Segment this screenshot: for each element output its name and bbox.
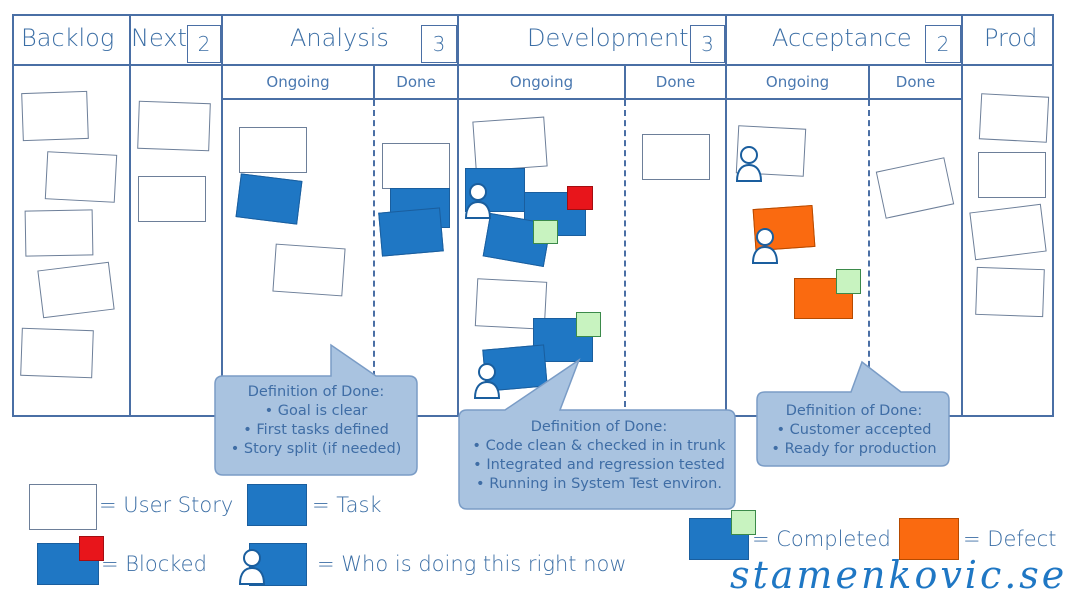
dod-development-text: Definition of Done: Code clean & checked… bbox=[460, 418, 738, 494]
brand-logo: stamenkovic.se bbox=[730, 553, 1067, 597]
header-divider bbox=[12, 64, 1054, 66]
column-title-prod: Prod bbox=[984, 24, 1038, 52]
subcolumn-dashed-separator bbox=[868, 100, 870, 417]
column-separator bbox=[129, 14, 131, 417]
wip-limit-acceptance: 2 bbox=[925, 25, 961, 63]
column-title-next: Next bbox=[131, 24, 187, 52]
user-story-card[interactable] bbox=[21, 90, 89, 142]
user-story-card[interactable] bbox=[272, 243, 346, 297]
legend-blocked-marker bbox=[79, 536, 104, 561]
dod-acceptance-text: Definition of Done: Customer accepted Re… bbox=[758, 402, 950, 459]
task-card[interactable] bbox=[378, 207, 444, 257]
person-icon bbox=[735, 146, 763, 182]
person-icon bbox=[751, 228, 779, 264]
user-story-card[interactable] bbox=[642, 134, 710, 180]
completed-marker bbox=[533, 220, 558, 244]
wip-limit-next: 2 bbox=[187, 25, 221, 63]
column-title-development: Development bbox=[527, 24, 689, 52]
column-title-backlog: Backlog bbox=[21, 24, 115, 52]
column-separator bbox=[457, 14, 459, 417]
legend-completed-label: = Completed bbox=[752, 527, 891, 551]
user-story-card[interactable] bbox=[137, 100, 211, 152]
user-story-card[interactable] bbox=[44, 151, 118, 203]
subcolumn-separator bbox=[373, 64, 375, 100]
legend-who-label: = Who is doing this right now bbox=[317, 552, 627, 576]
wip-limit-analysis: 3 bbox=[421, 25, 457, 63]
dod-development-title: Definition of Done: bbox=[530, 419, 668, 435]
legend-completed-marker bbox=[731, 510, 756, 535]
user-story-card[interactable] bbox=[975, 266, 1045, 318]
column-title-acceptance: Acceptance bbox=[772, 24, 912, 52]
legend-user-story-swatch bbox=[29, 484, 97, 530]
wip-limit-development: 3 bbox=[690, 25, 725, 63]
user-story-card[interactable] bbox=[24, 209, 94, 257]
subcolumn-separator bbox=[868, 64, 870, 100]
user-story-card[interactable] bbox=[969, 203, 1047, 261]
subheader-development-ongoing: Ongoing bbox=[509, 73, 574, 91]
dod-analysis-item: Goal is clear bbox=[216, 402, 416, 421]
person-icon bbox=[238, 549, 266, 585]
dod-acceptance-item: Ready for production bbox=[758, 440, 950, 459]
completed-marker bbox=[576, 312, 601, 337]
subheader-development-done: Done bbox=[655, 73, 696, 91]
dod-development-item: Running in System Test environ. bbox=[460, 475, 738, 494]
legend-task-label: = Task bbox=[312, 493, 382, 517]
subcolumn-dashed-separator bbox=[373, 100, 375, 417]
dod-development-item: Integrated and regression tested bbox=[460, 456, 738, 475]
dod-analysis-title: Definition of Done: bbox=[247, 384, 385, 400]
column-separator bbox=[221, 14, 223, 417]
dod-analysis-item: Story split (if needed) bbox=[216, 440, 416, 459]
user-story-card[interactable] bbox=[978, 152, 1046, 198]
dod-analysis-text: Definition of Done: Goal is clear First … bbox=[216, 383, 416, 459]
dod-analysis-item: First tasks defined bbox=[216, 421, 416, 440]
subcolumn-dashed-separator bbox=[624, 100, 626, 417]
user-story-card[interactable] bbox=[138, 176, 206, 222]
blocked-marker bbox=[567, 186, 593, 210]
legend-blocked-label: = Blocked bbox=[101, 552, 207, 576]
person-icon bbox=[464, 183, 492, 219]
subheader-analysis-done: Done bbox=[396, 73, 436, 91]
subheader-divider bbox=[222, 98, 961, 100]
column-separator bbox=[725, 14, 727, 417]
user-story-card[interactable] bbox=[239, 127, 307, 173]
subheader-analysis-ongoing: Ongoing bbox=[266, 73, 330, 91]
dod-acceptance-title: Definition of Done: bbox=[785, 403, 923, 419]
user-story-card[interactable] bbox=[472, 116, 548, 172]
dod-acceptance-item: Customer accepted bbox=[758, 421, 950, 440]
column-separator bbox=[961, 14, 963, 417]
user-story-card[interactable] bbox=[978, 93, 1050, 143]
column-title-analysis: Analysis bbox=[290, 24, 389, 52]
subheader-acceptance-ongoing: Ongoing bbox=[765, 73, 830, 91]
completed-marker bbox=[836, 269, 861, 294]
user-story-card[interactable] bbox=[20, 327, 94, 379]
subcolumn-separator bbox=[624, 64, 626, 100]
legend-defect-swatch bbox=[899, 518, 959, 560]
dod-development-item: Code clean & checked in in trunk bbox=[460, 437, 738, 456]
subheader-acceptance-done: Done bbox=[895, 73, 936, 91]
user-story-card[interactable] bbox=[37, 261, 115, 319]
user-story-card[interactable] bbox=[382, 143, 450, 189]
person-icon bbox=[473, 363, 501, 399]
legend-task-swatch bbox=[247, 484, 307, 526]
legend-user-story-label: = User Story bbox=[99, 493, 234, 517]
legend-defect-label: = Defect bbox=[963, 527, 1057, 551]
task-card[interactable] bbox=[235, 173, 303, 225]
